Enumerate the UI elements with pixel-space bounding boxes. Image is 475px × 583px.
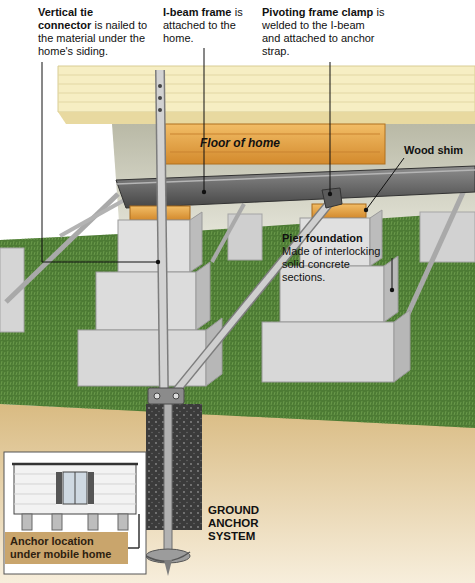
inset-pier xyxy=(88,514,98,530)
anchor-strap xyxy=(172,200,332,396)
callout-label: Floor of home xyxy=(200,136,280,150)
nail xyxy=(158,84,162,88)
leader-line xyxy=(366,158,404,210)
callout-label: Wood shim xyxy=(404,144,463,156)
anchor-rod xyxy=(164,402,172,554)
bolt xyxy=(154,393,160,399)
inset-window xyxy=(63,472,87,504)
inset-pier xyxy=(22,514,32,530)
soil xyxy=(0,404,475,583)
callout-text: Vertical tie connectoris nailed to the m… xyxy=(38,6,158,58)
callout-text: Pier foundationMade of interlocking soli… xyxy=(282,232,390,284)
leader-dot xyxy=(364,208,368,212)
leader-dot xyxy=(156,260,160,264)
callout-heading: Vertical tie connector xyxy=(38,6,93,31)
callout-label: Made of interlocking solid concrete sect… xyxy=(282,245,380,283)
callout-text: I-beam frameis attached to the home. xyxy=(163,6,247,45)
leader-line xyxy=(392,258,393,290)
leader-dot xyxy=(328,192,332,196)
leader-line xyxy=(204,48,205,192)
anchor-tip xyxy=(164,560,172,576)
concrete-block xyxy=(118,220,190,272)
siding-lines xyxy=(58,75,475,102)
block-side xyxy=(190,212,202,272)
callout-label: GROUND ANCHOR SYSTEM xyxy=(208,504,259,542)
frame-clamp xyxy=(322,188,342,208)
callout-text: GROUND ANCHOR SYSTEM xyxy=(208,504,278,543)
vertical-tie-edge xyxy=(160,70,164,398)
helix-edge xyxy=(146,552,190,561)
block-side xyxy=(394,310,410,382)
inset-anchor-marker xyxy=(128,547,139,549)
box-text: Anchor location under mobile home xyxy=(10,535,123,561)
bolt xyxy=(173,393,179,399)
background-pier xyxy=(420,212,475,262)
home-siding xyxy=(58,66,475,112)
inset-home xyxy=(14,464,136,514)
anchor-head xyxy=(148,388,184,404)
home-underside xyxy=(58,112,475,124)
block-side xyxy=(384,256,398,322)
inset-pier xyxy=(118,514,128,530)
nail xyxy=(158,96,162,100)
concrete-block xyxy=(96,272,196,330)
anchor-backfill-texture xyxy=(146,404,202,530)
callout-text: Wood shim xyxy=(404,144,474,157)
location-box: Anchor location under mobile home xyxy=(5,532,128,564)
anchor-backfill xyxy=(146,404,202,530)
anchor-strap-edge xyxy=(172,200,332,396)
leader-dot xyxy=(202,190,206,194)
inset-shutter xyxy=(56,472,62,504)
concrete-block xyxy=(262,322,394,382)
i-beam-flange xyxy=(116,170,475,184)
callout-heading: Pivoting frame clamp xyxy=(262,6,373,18)
inset-pier xyxy=(52,514,62,530)
floor-joist xyxy=(165,124,385,164)
leader-line xyxy=(42,62,158,262)
nail xyxy=(158,108,162,112)
callout-heading: I-beam frame xyxy=(163,6,231,18)
inset-shutter xyxy=(88,472,94,504)
inset-anchor-marker xyxy=(138,514,140,548)
inset-roof xyxy=(12,463,138,466)
callout-heading: Pier foundation xyxy=(282,232,387,245)
block-side xyxy=(196,262,210,330)
block-side xyxy=(370,210,382,266)
leader-line xyxy=(330,62,331,194)
leader-dot xyxy=(390,288,394,292)
vertical-tie xyxy=(160,70,164,398)
wood-grain xyxy=(170,134,380,152)
strut xyxy=(212,204,244,262)
inset-frame xyxy=(4,452,146,574)
callout-text: Floor of home xyxy=(200,137,320,150)
i-beam xyxy=(116,166,475,208)
inset-window-bar xyxy=(75,472,76,504)
callout-text: Pivoting frame clampis welded to the I-b… xyxy=(262,6,386,58)
